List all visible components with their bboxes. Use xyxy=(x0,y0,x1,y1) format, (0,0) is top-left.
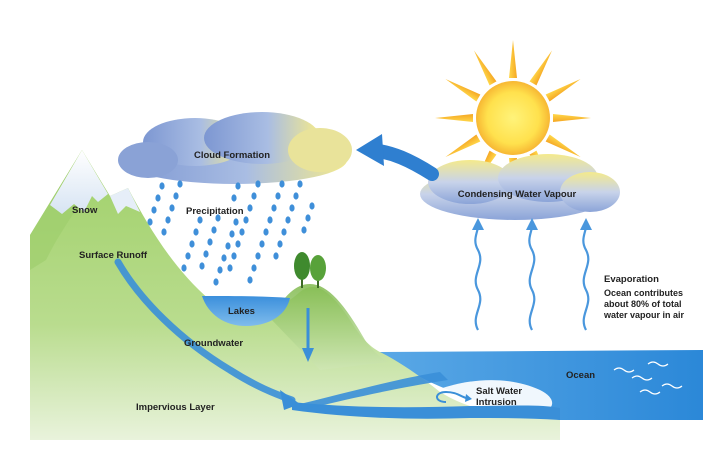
label-ocean: Ocean xyxy=(566,370,595,381)
precipitation-rain xyxy=(147,180,315,286)
condensing-cloud xyxy=(420,154,620,220)
land-mass xyxy=(30,150,560,440)
ocean-waves xyxy=(613,361,683,395)
groundwater-channel xyxy=(292,402,560,420)
label-precipitation: Precipitation xyxy=(186,206,244,217)
label-ocean-note-2: about 80% of total xyxy=(604,299,682,309)
snow-cap xyxy=(50,150,108,214)
sun xyxy=(435,40,591,196)
sun-disc xyxy=(476,81,550,155)
label-condensing-water-vapour: Condensing Water Vapour xyxy=(458,189,577,200)
ocean-water xyxy=(378,350,703,420)
infiltration-arrowhead xyxy=(302,348,314,362)
label-groundwater: Groundwater xyxy=(184,338,243,349)
label-ocean-note-1: Ocean contributes xyxy=(604,288,683,298)
label-evaporation: Evaporation xyxy=(604,274,659,285)
cloud-formation-cloud xyxy=(118,112,352,184)
label-impervious-layer: Impervious Layer xyxy=(136,402,215,413)
label-salt-water: Salt Water xyxy=(476,386,522,397)
label-surface-runoff: Surface Runoff xyxy=(79,250,148,261)
salt-water-curl-icon xyxy=(436,390,467,403)
trees xyxy=(294,252,326,288)
label-cloud-formation: Cloud Formation xyxy=(194,150,270,161)
surface-runoff-arrow xyxy=(114,258,296,404)
label-lakes: Lakes xyxy=(228,306,255,317)
vapour-transfer-arrowhead xyxy=(356,134,384,166)
snow-cap-2 xyxy=(110,188,140,214)
hill xyxy=(270,284,388,370)
label-intrusion: Intrusion xyxy=(476,397,517,408)
saltwater-return-channel xyxy=(300,372,448,410)
label-ocean-note-3: water vapour in air xyxy=(603,310,685,320)
lake-water xyxy=(202,296,290,326)
label-snow: Snow xyxy=(72,205,98,216)
salt-water-curl-head xyxy=(465,394,472,402)
evaporation-arrowheads xyxy=(472,218,592,230)
evaporation-arrows xyxy=(474,225,590,331)
